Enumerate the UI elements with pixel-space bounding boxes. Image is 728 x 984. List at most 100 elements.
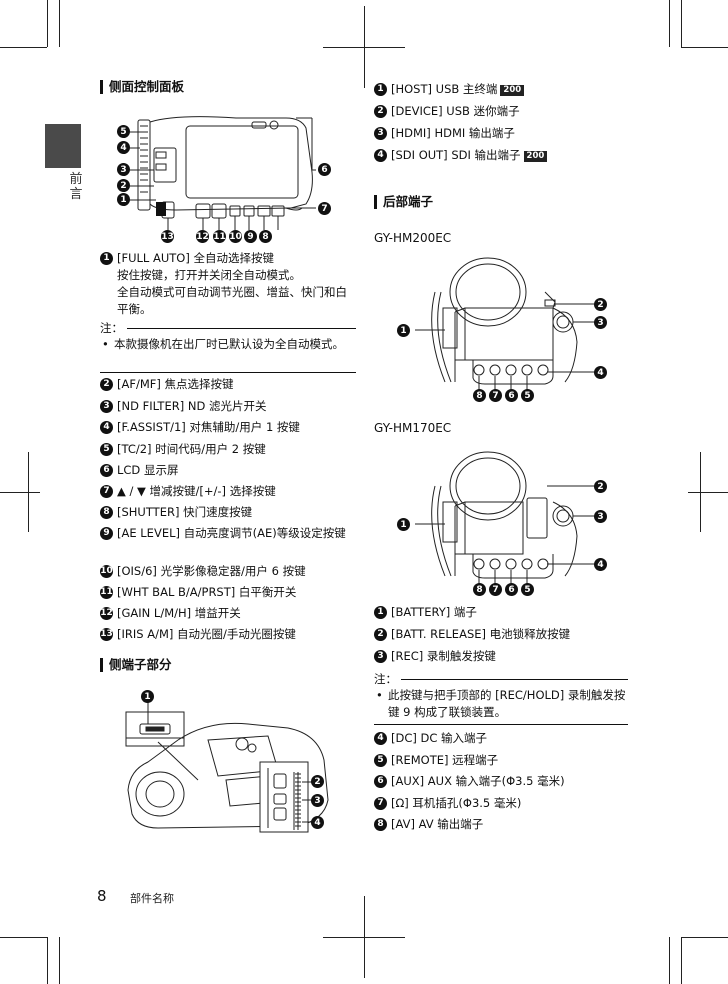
model-label-170: GY-HM170EC [374, 421, 452, 435]
list-item: 8[SHUTTER] 快门速度按键 [100, 504, 356, 521]
callout-1: 1 [397, 518, 410, 531]
callout-6: 6 [505, 583, 518, 596]
item-number: 3 [100, 400, 113, 413]
note-divider [100, 372, 356, 373]
model-label-200: GY-HM200EC [374, 231, 452, 245]
list-item: 6[AUX] AUX 输入端子(Φ3.5 毫米) [374, 773, 632, 790]
callout-8: 8 [473, 583, 486, 596]
crop-mark [669, 0, 670, 47]
item-title: [ND FILTER] ND 滤光片开关 [117, 399, 267, 413]
item-title: [HDMI] HDMI 输出端子 [391, 126, 515, 140]
item-desc: 全自动模式可自动调节光圈、增益、快门和白平衡。 [117, 285, 347, 316]
list-item: 4 [DC] DC 输入端子 [374, 730, 632, 747]
item-number: 10 [100, 565, 113, 578]
item-number: 1 [374, 606, 387, 619]
item-number: 6 [100, 464, 113, 477]
list-item: 4[F.ASSIST/1] 对焦辅助/用户 1 按键 [100, 419, 356, 436]
crop-mark [681, 47, 728, 48]
list-item: 3[REC] 录制触发按键 [374, 648, 632, 665]
callout-6: 6 [505, 389, 518, 402]
list-item: 2 [AF/MF] 焦点选择按键 [100, 376, 356, 393]
callout-7: 7 [489, 389, 502, 402]
crop-mark [59, 937, 60, 984]
callout-8: 8 [473, 389, 486, 402]
crop-mark [0, 937, 47, 938]
item-number: 8 [100, 506, 113, 519]
crop-mark [681, 937, 728, 938]
item-number: 6 [374, 775, 387, 788]
callout-8: 8 [259, 230, 272, 243]
page-number: 8 [97, 887, 107, 905]
item-number: 9 [100, 527, 113, 540]
note-label: 注： [374, 672, 397, 686]
item-number: 4 [374, 149, 387, 162]
list-item: 12[GAIN L/M/H] 增益开关 [100, 605, 356, 622]
item-title: [AF/MF] 焦点选择按键 [117, 377, 234, 391]
side-panel-figure: 5 4 3 2 1 6 7 13 12 11 10 9 8 [116, 112, 336, 247]
item-number: 8 [374, 818, 387, 831]
crop-mark [681, 937, 682, 984]
section-title-rear: 后部端子 [374, 195, 433, 209]
callout-10: 10 [229, 230, 242, 243]
note-header: 注： [374, 671, 628, 687]
note-label: 注： [100, 321, 123, 335]
note-bullet: • 本款摄像机在出厂时已默认设为全自动模式。 [102, 337, 344, 351]
callout-5: 5 [521, 583, 534, 596]
item-number: 3 [374, 650, 387, 663]
list-item: 11[WHT BAL B/A/PRST] 白平衡开关 [100, 584, 356, 601]
callout-2: 2 [117, 179, 130, 192]
callout-2: 2 [594, 480, 607, 493]
crop-mark [364, 6, 365, 88]
callout-12: 12 [196, 230, 209, 243]
crop-mark [0, 492, 40, 493]
item-number: 1 [374, 83, 387, 96]
side-panel-illustration [130, 116, 316, 230]
note-text: 此按键与把手顶部的 [REC/HOLD] 录制触发按键 9 构成了联锁装置。 [388, 688, 626, 719]
crop-mark [28, 452, 29, 532]
item-number: 2 [100, 378, 113, 391]
crop-mark [0, 47, 47, 48]
crop-mark [47, 937, 48, 984]
model-badge: 200 [500, 85, 525, 96]
item-title: [F.ASSIST/1] 对焦辅助/用户 1 按键 [117, 420, 300, 434]
list-item: 7▲ / ▼ 增减按键/[+/-] 选择按键 [100, 483, 356, 500]
item-title: [HOST] USB 主终端 [391, 82, 498, 96]
note-text: 本款摄像机在出厂时已默认设为全自动模式。 [114, 337, 344, 351]
item-title: [WHT BAL B/A/PRST] 白平衡开关 [117, 585, 297, 599]
callout-6: 6 [318, 163, 331, 176]
crop-mark [669, 937, 670, 984]
side-terminal-illustration [125, 702, 329, 833]
item-title: [OIS/6] 光学影像稳定器/用户 6 按键 [117, 564, 306, 578]
item-title: [FULL AUTO] 全自动选择按键 [117, 251, 274, 265]
list-item: 3 [ND FILTER] ND 滤光片开关 [100, 398, 356, 415]
item-title: [REMOTE] 远程端子 [391, 753, 499, 767]
note-divider [374, 724, 628, 725]
item-title: [IRIS A/M] 自动光圈/手动光圈按键 [117, 627, 296, 641]
item-title: [TC/2] 时间代码/用户 2 按键 [117, 442, 266, 456]
item-title: [BATT. RELEASE] 电池锁释放按键 [391, 627, 571, 641]
callout-3: 3 [117, 163, 130, 176]
callout-9: 9 [244, 230, 257, 243]
note-bullet: • 此按键与把手顶部的 [REC/HOLD] 录制触发按键 9 构成了联锁装置。 [376, 687, 628, 721]
callout-1: 1 [397, 324, 410, 337]
crop-mark [700, 452, 701, 532]
list-item: 7[Ω] 耳机插孔(Φ3.5 毫米) [374, 795, 632, 812]
callout-2: 2 [311, 775, 324, 788]
list-item: 1[BATTERY] 端子 [374, 604, 632, 621]
item-title: [AE LEVEL] 自动亮度调节(AE)等级设定按键 [117, 526, 346, 540]
item-number: 5 [374, 754, 387, 767]
callout-5: 5 [521, 389, 534, 402]
item-title: [DC] DC 输入端子 [391, 731, 488, 745]
side-terminal-figure: 1 2 3 4 [118, 690, 338, 840]
crop-mark [681, 0, 682, 47]
item-number: 4 [374, 732, 387, 745]
item-title: ▲ / ▼ 增减按键/[+/-] 选择按键 [117, 484, 276, 498]
chapter-label: 前言 [69, 172, 83, 202]
callout-5: 5 [117, 125, 130, 138]
section-title-side-panel: 侧面控制面板 [100, 80, 184, 94]
section-title-side-terminal: 侧端子部分 [100, 658, 172, 672]
list-item: 5[TC/2] 时间代码/用户 2 按键 [100, 441, 356, 458]
item-title: [DEVICE] USB 迷你端子 [391, 104, 520, 118]
